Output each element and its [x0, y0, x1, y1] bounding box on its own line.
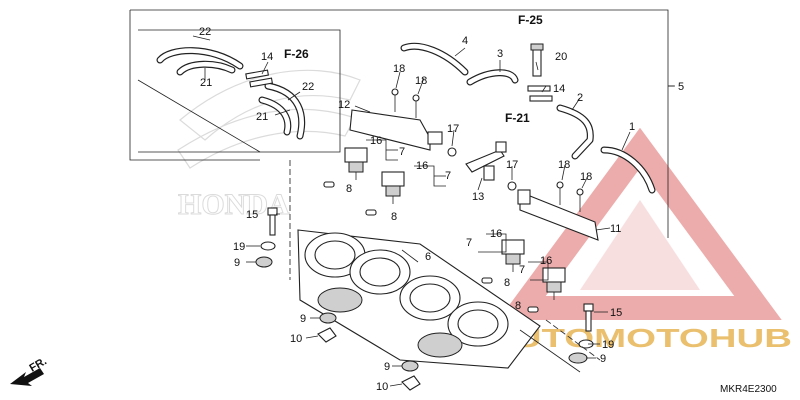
part-label-9c: 9 — [384, 361, 390, 373]
part-label-11: 11 — [610, 223, 621, 235]
part-label-22b: 22 — [302, 81, 314, 93]
honda-wing-watermark: HONDA — [177, 69, 361, 222]
part-label-7d: 7 — [519, 264, 525, 276]
tubes-upper — [400, 42, 656, 194]
part-label-18d: 18 — [580, 171, 592, 183]
part-label-21b: 21 — [256, 111, 268, 123]
part-label-19a: 19 — [233, 241, 245, 253]
part-label-16b: 16 — [416, 160, 428, 172]
part-label-10b: 10 — [376, 381, 388, 393]
front-direction-label: FR. — [28, 355, 49, 374]
part-label-7a: 7 — [399, 146, 405, 158]
ref-f21: F-21 — [505, 111, 530, 125]
part-label-18b: 18 — [415, 75, 427, 87]
part-label-12: 12 — [338, 99, 350, 111]
part-label-18a: 18 — [393, 63, 405, 75]
fuel-rail-11 — [517, 181, 599, 241]
part-label-13: 13 — [472, 191, 484, 203]
part-label-19b: 19 — [602, 339, 614, 351]
guide-lines — [289, 160, 601, 373]
part-label-8b: 8 — [391, 211, 397, 223]
inset-box — [137, 29, 341, 153]
part-label-5: 5 — [678, 81, 684, 93]
part-label-16d: 16 — [540, 255, 552, 267]
part-label-16a: 16 — [370, 135, 382, 147]
part-label-2: 2 — [577, 92, 583, 104]
fitting-14-inset — [245, 69, 273, 88]
part-label-15a: 15 — [246, 209, 258, 221]
injectors — [323, 147, 566, 313]
part-label-7b: 7 — [445, 170, 451, 182]
front-direction-arrow-icon — [10, 368, 44, 386]
part-label-8c: 8 — [504, 277, 510, 289]
part-label-15b: 15 — [610, 307, 622, 319]
part-label-14a: 14 — [261, 51, 273, 63]
tube-22-21 — [156, 47, 306, 140]
fasteners — [255, 207, 594, 391]
part-label-7c: 7 — [466, 237, 472, 249]
bracket-lines — [366, 139, 549, 281]
part-label-8a: 8 — [346, 183, 352, 195]
part-label-1: 1 — [629, 121, 635, 133]
part-label-21a: 21 — [200, 77, 212, 89]
diagram-code: MKR4E2300 — [720, 384, 777, 395]
leader-lines — [192, 35, 675, 387]
part-label-22a: 22 — [199, 26, 211, 38]
labels: F-25 F-26 F-21 1 2 3 4 5 6 7 7 7 7 8 8 8… — [28, 13, 778, 395]
part-label-9d: 9 — [600, 353, 606, 365]
throttle-body-6 — [297, 229, 541, 369]
part-label-17a: 17 — [447, 123, 459, 135]
part-label-20: 20 — [555, 51, 567, 63]
part-label-3: 3 — [497, 48, 503, 60]
part-label-10a: 10 — [290, 333, 302, 345]
part-label-17b: 17 — [506, 159, 518, 171]
part-label-6: 6 — [425, 251, 431, 263]
part-label-14b: 14 — [553, 83, 565, 95]
part-label-9b: 9 — [300, 313, 306, 325]
automotohub-watermark — [488, 127, 793, 349]
ref-f26: F-26 — [284, 47, 309, 61]
tee-fitting-13 — [447, 141, 517, 191]
part-label-18c: 18 — [558, 159, 570, 171]
fuel-rail-12 — [349, 88, 443, 151]
ref-f25: F-25 — [518, 13, 543, 27]
part-label-9a: 9 — [234, 257, 240, 269]
part-label-4: 4 — [462, 35, 468, 47]
part-label-16c: 16 — [490, 228, 502, 240]
part-label-8d: 8 — [515, 300, 521, 312]
